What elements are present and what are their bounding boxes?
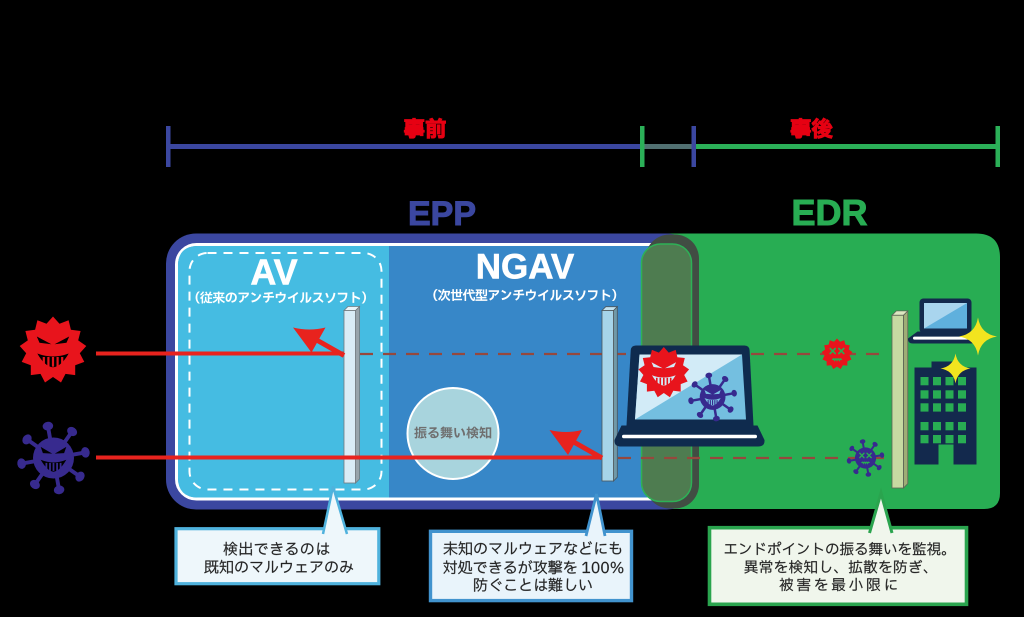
svg-text:EDR: EDR (791, 192, 867, 233)
svg-text:NGAV: NGAV (476, 248, 575, 287)
svg-text:EPP: EPP (408, 195, 476, 233)
svg-text:AV: AV (250, 252, 297, 293)
